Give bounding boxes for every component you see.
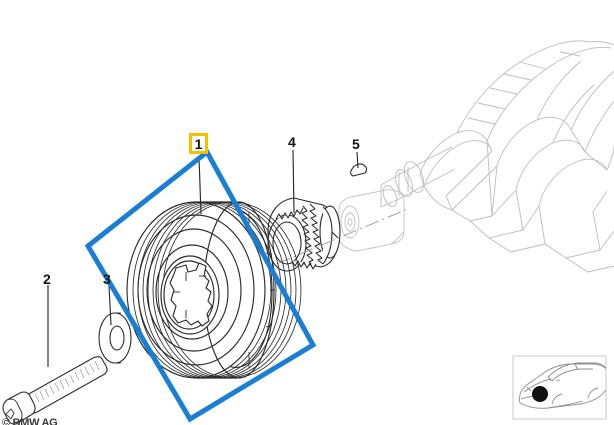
vibration-damper-part	[126, 201, 302, 379]
woodruff-key-part	[350, 163, 368, 177]
leader-line-1	[198, 156, 202, 215]
washer-part	[98, 312, 132, 364]
callout-5[interactable]: 5	[352, 137, 360, 151]
callout-4[interactable]: 4	[288, 135, 296, 149]
crankshaft-nose-ghost	[338, 189, 405, 252]
callout-5-label: 5	[352, 136, 360, 152]
leader-line-3	[108, 284, 112, 326]
callout-1-label: 1	[194, 135, 203, 152]
crankshaft-bolt-part	[2, 356, 108, 425]
engine-location-dot	[532, 386, 548, 402]
leader-line-4	[292, 149, 295, 214]
callout-3-label: 3	[103, 271, 111, 287]
callout-2-label: 2	[43, 271, 51, 287]
copyright-watermark: © BMW AG	[2, 417, 58, 425]
vehicle-location-inset	[512, 355, 607, 420]
callout-2[interactable]: 2	[43, 272, 51, 286]
leader-line-5	[356, 151, 359, 169]
callout-3[interactable]: 3	[103, 272, 111, 286]
chain-sprocket-part	[267, 197, 341, 272]
crankshaft-assembly	[380, 40, 614, 273]
callout-leader-lines	[47, 149, 359, 367]
selection-highlight[interactable]	[84, 148, 317, 423]
callout-1[interactable]: 1	[189, 133, 208, 154]
callout-4-label: 4	[288, 134, 296, 150]
